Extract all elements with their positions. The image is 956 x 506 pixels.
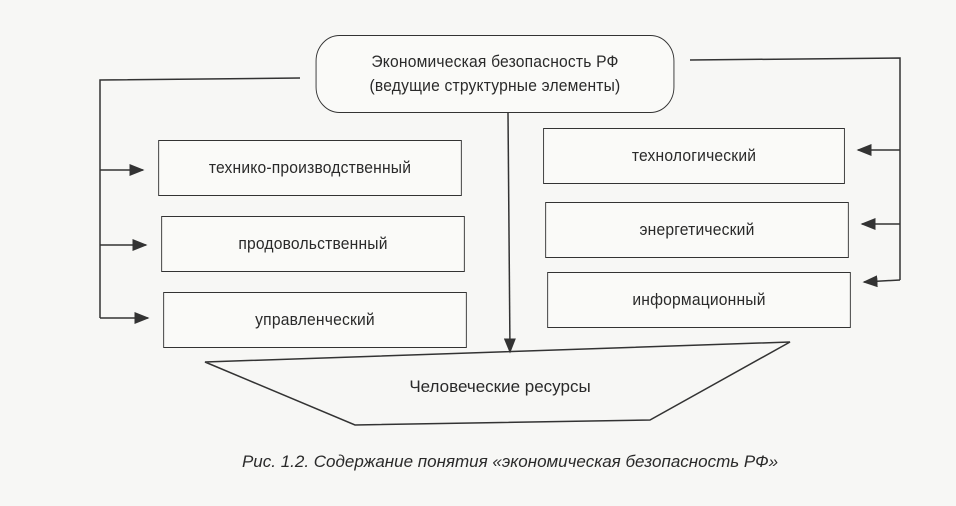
element-box-information: информационный (547, 272, 851, 328)
element-box-food: продовольственный (161, 216, 465, 272)
base-label: Человеческие ресурсы (409, 377, 591, 396)
element-label: продовольственный (238, 234, 388, 253)
arrow-right-3 (862, 275, 901, 288)
element-label: управленческий (255, 310, 375, 329)
element-box-technological: технологический (543, 128, 845, 184)
element-box-energy: энергетический (545, 202, 849, 258)
right-trunk-line (689, 57, 901, 280)
left-trunk-line (99, 77, 301, 318)
root-subtitle: (ведущие структурные элементы) (369, 76, 621, 95)
element-box-technical: технико-производственный (158, 140, 462, 196)
element-label: технологический (631, 146, 757, 165)
root-box: Экономическая безопасность РФ (ведущие с… (315, 35, 675, 113)
figure-caption: Рис. 1.2. Содержание понятия «экономичес… (241, 452, 779, 471)
base-trapezoid (204, 341, 791, 426)
root-title: Экономическая безопасность РФ (371, 52, 619, 71)
element-label: энергетический (639, 220, 755, 239)
center-arrow (503, 112, 516, 354)
element-label: информационный (632, 290, 766, 309)
element-label: технико-производственный (208, 158, 412, 177)
element-box-management: управленческий (163, 292, 467, 348)
